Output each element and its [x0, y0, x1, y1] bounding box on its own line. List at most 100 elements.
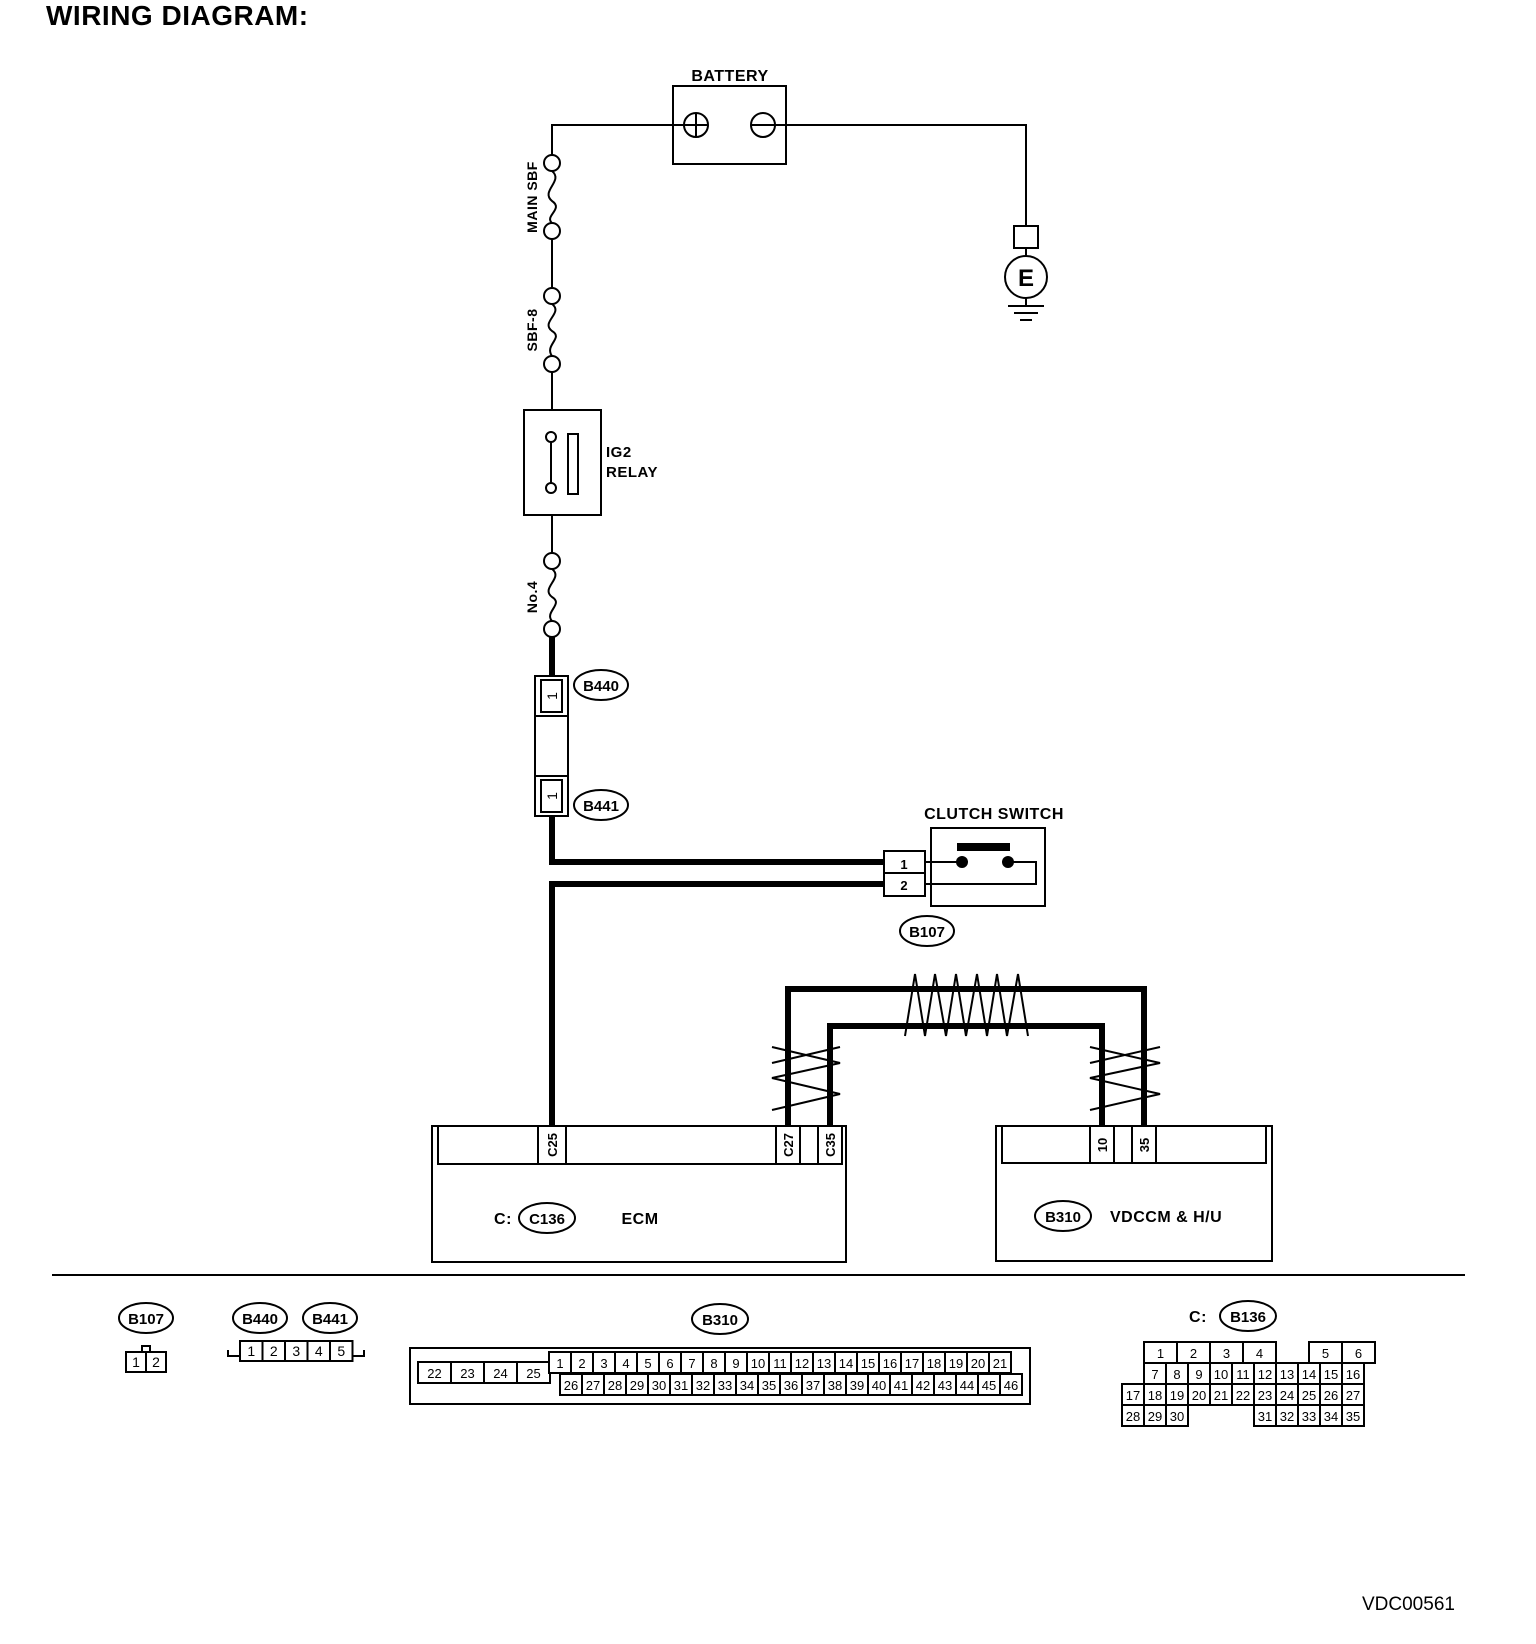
b136-pin-cell: 33: [1297, 1404, 1321, 1427]
b310-pin-cell: 41: [889, 1373, 913, 1396]
b310-pin-cell: 46: [999, 1373, 1023, 1396]
b136-pin-cell-label: 10: [1214, 1367, 1228, 1382]
twisted-pair-left-icon: [771, 1046, 841, 1111]
b136-pin-cell-label: 11: [1236, 1367, 1250, 1382]
b107-pin-cell-label: 2: [152, 1354, 160, 1370]
b136-pin-cell-label: 24: [1280, 1388, 1294, 1403]
b310-pin-cell: 20: [966, 1351, 990, 1374]
ground-label: E: [1018, 265, 1034, 292]
b310-pin-cell-label: 4: [622, 1356, 629, 1371]
b136-pin-cell-label: 7: [1151, 1367, 1158, 1382]
b310-pin-cell: 31: [669, 1373, 693, 1396]
b136-pin-cell-label: 2: [1190, 1346, 1197, 1361]
b136-pin-cell-label: 22: [1236, 1388, 1250, 1403]
ecm-pin-c35: C35: [823, 1133, 838, 1157]
b107-pin-cell: 2: [145, 1351, 167, 1373]
vdccm-module: 10 35 B310 VDCCM & H/U: [995, 1125, 1273, 1262]
b136-pin-cell: 22: [1231, 1383, 1255, 1406]
b310-pin-cell: 21: [988, 1351, 1012, 1374]
main-sbf-fuse-icon: [543, 154, 561, 240]
ecm-pin-c25: C25: [545, 1133, 560, 1157]
b310-pin-cell-label: 7: [688, 1356, 695, 1371]
b310-pin-cell-label: 13: [817, 1356, 831, 1371]
b136-pin-cell: 34: [1319, 1404, 1343, 1427]
b310-pin-cell-label: 24: [493, 1366, 507, 1381]
legend-b440-label: B440: [242, 1311, 278, 1328]
b310-pin-cell-label: 30: [652, 1378, 666, 1393]
b136-pin-cell-label: 28: [1126, 1409, 1140, 1424]
b136-pin-cell-label: 3: [1223, 1346, 1230, 1361]
battery-negative-wire: [775, 124, 1027, 226]
b310-pin-cell-label: 37: [806, 1378, 820, 1393]
b310-pin-cell-label: 14: [839, 1356, 853, 1371]
twisted-pair-right-icon: [1089, 1046, 1161, 1111]
battery-label: BATTERY: [691, 68, 768, 85]
b440-pin-cell-label: 3: [292, 1343, 300, 1359]
b136-pin-cell: 28: [1121, 1404, 1145, 1427]
b440-pin-cell-label: 4: [315, 1343, 323, 1359]
b136-pin-cell-label: 5: [1322, 1346, 1329, 1361]
ig2-relay-label-line2: RELAY: [606, 464, 658, 481]
b310-pin-cell-label: 6: [666, 1356, 673, 1371]
b310-pin-cell: 42: [911, 1373, 935, 1396]
b107-tag: B107: [899, 915, 955, 947]
b310-pin-cell: 3: [592, 1351, 616, 1374]
b310-pin-cell-label: 35: [762, 1378, 776, 1393]
ground-icon: E: [1004, 225, 1048, 321]
b136-pin-cell-label: 26: [1324, 1388, 1338, 1403]
legend-b136-prefix: C:: [1189, 1309, 1207, 1326]
b136-pin-cell: 16: [1341, 1362, 1365, 1385]
b136-pin-cell: 11: [1231, 1362, 1255, 1385]
vdc-pin-10: 10: [1095, 1138, 1110, 1152]
b310-pin-cell: 6: [658, 1351, 682, 1374]
b310-pin-cell-label: 10: [751, 1356, 765, 1371]
b136-pin-cell: 1: [1143, 1341, 1178, 1364]
b310-pin-cell: 25: [516, 1361, 551, 1384]
b310-pin-cell: 36: [779, 1373, 803, 1396]
clutch-pin2: 2: [900, 878, 907, 893]
b310-pin-cell: 10: [746, 1351, 770, 1374]
b136-pin-cell-label: 25: [1302, 1388, 1316, 1403]
b310-pin-cell: 9: [724, 1351, 748, 1374]
b136-pin-cell: 9: [1187, 1362, 1211, 1385]
b310-pin-cell-label: 9: [732, 1356, 739, 1371]
b440-tag: B440: [573, 669, 629, 701]
b136-pin-cell-label: 17: [1126, 1388, 1140, 1403]
b440-pin-cell-label: 5: [337, 1343, 345, 1359]
b136-pin-cell: 13: [1275, 1362, 1299, 1385]
b310-pin-cell: 28: [603, 1373, 627, 1396]
b136-pin-cell: 21: [1209, 1383, 1233, 1406]
b310-pin-cell-label: 16: [883, 1356, 897, 1371]
b310-pin-cell: 17: [900, 1351, 924, 1374]
battery: BATTERY: [672, 68, 787, 165]
b136-pin-cell: 26: [1319, 1383, 1343, 1406]
ig2-relay-label-line1: IG2: [606, 444, 632, 461]
clutch-pin1: 1: [900, 857, 907, 872]
b310-pin-cell-label: 15: [861, 1356, 875, 1371]
b440-pin: 1: [544, 692, 560, 700]
b136-pin-cell: 10: [1209, 1362, 1233, 1385]
clutch-switch-label: CLUTCH SWITCH: [924, 806, 1064, 823]
b310-pin-cell-label: 45: [982, 1378, 996, 1393]
b310-pin-cell-label: 26: [564, 1378, 578, 1393]
b440-pin-cell-label: 2: [270, 1343, 278, 1359]
b136-pin-cell: 3: [1209, 1341, 1244, 1364]
b310-pin-cell: 38: [823, 1373, 847, 1396]
b136-pin-cell: 15: [1319, 1362, 1343, 1385]
wire-ecm-c27-to-vdc-35: [785, 986, 1147, 1126]
b136-pin-cell: 4: [1242, 1341, 1277, 1364]
b310-pin-cell-label: 3: [600, 1356, 607, 1371]
b310-pin-cell-label: 38: [828, 1378, 842, 1393]
b310-pin-cell: 19: [944, 1351, 968, 1374]
ig2-relay: IG2 RELAY: [523, 409, 658, 516]
b440-pin-cell: 2: [261, 1340, 286, 1362]
b136-pin-cell: 18: [1143, 1383, 1167, 1406]
no4-fuse-icon: [543, 552, 561, 638]
b136-pin-cell: 19: [1165, 1383, 1189, 1406]
b310-pin-cell-label: 5: [644, 1356, 651, 1371]
b107-tag-label: B107: [909, 924, 945, 941]
b310-pin-cell-label: 18: [927, 1356, 941, 1371]
